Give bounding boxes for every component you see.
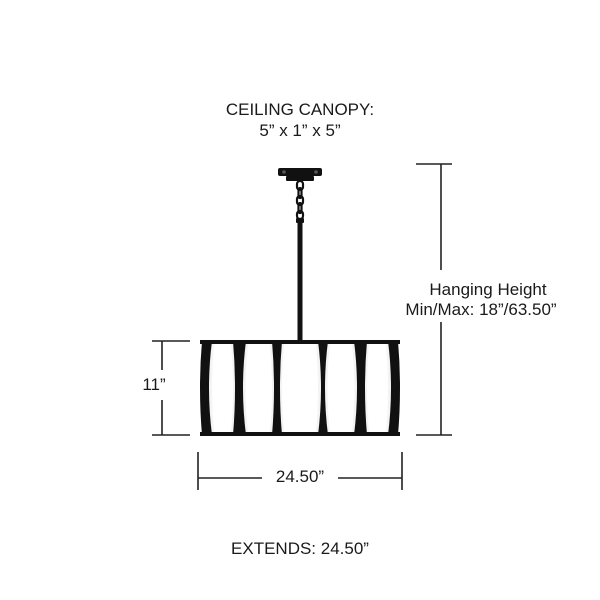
hanging-height-dimension bbox=[416, 163, 452, 436]
width-dimension-label: 24.50” bbox=[275, 467, 325, 486]
shade-panels bbox=[212, 344, 388, 432]
width-dimension-line bbox=[197, 452, 403, 490]
ceiling-canopy-dimensions: 5” x 1” x 5” bbox=[259, 121, 341, 140]
hanging-height-value: Min/Max: 18”/63.50” bbox=[405, 300, 557, 319]
chain bbox=[295, 179, 305, 221]
frame-bars bbox=[200, 341, 400, 435]
extends-label: EXTENDS: 24.50” bbox=[231, 539, 369, 558]
hanging-height-label: Hanging Height bbox=[429, 280, 547, 299]
ceiling-canopy-label: CEILING CANOPY: bbox=[225, 100, 375, 119]
stem-rod bbox=[296, 218, 304, 341]
height-dimension-label: 11” bbox=[142, 375, 166, 394]
ceiling-canopy bbox=[278, 168, 322, 181]
drum-shade bbox=[200, 340, 400, 436]
height-dimension-line bbox=[152, 340, 190, 436]
